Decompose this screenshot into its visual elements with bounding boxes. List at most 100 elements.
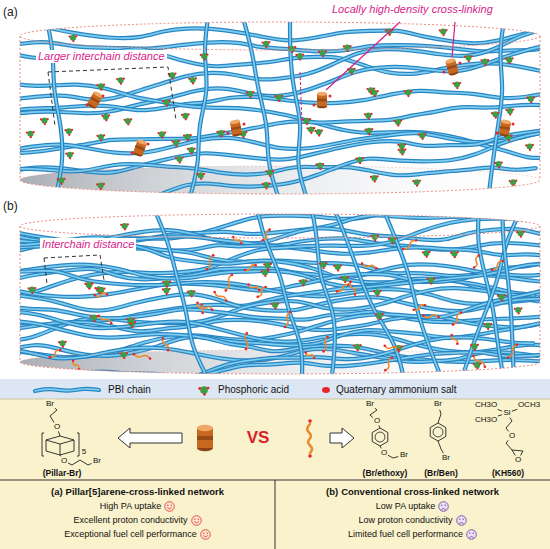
pa-core <box>510 179 516 185</box>
atom-label: Si <box>502 408 511 417</box>
atom-label: O <box>380 448 388 457</box>
cylinder-back-bottom <box>20 350 540 362</box>
pa-oxygen <box>318 134 320 136</box>
phosphoric-acid <box>27 287 36 295</box>
pa-core <box>423 250 429 256</box>
pa-oxygen <box>359 344 361 346</box>
pa-oxygen <box>525 144 527 146</box>
pa-oxygen <box>264 275 266 277</box>
legend-sample <box>196 383 212 397</box>
pa-core <box>496 161 502 167</box>
property-line: High PA uptake <box>4 499 271 513</box>
pa-oxygen <box>505 109 507 111</box>
pa-core <box>173 140 179 146</box>
ammonium-dot <box>264 286 267 289</box>
face-eye <box>203 533 204 534</box>
conventional-crosslinker <box>306 352 314 358</box>
pa-oxygen <box>382 313 384 315</box>
pa-oxygen <box>267 270 269 272</box>
pa-oxygen <box>509 62 511 64</box>
pa-oxygen <box>267 268 269 270</box>
pa-oxygen <box>130 118 132 120</box>
pa-oxygen <box>428 251 430 253</box>
ammonium-dot <box>349 281 352 284</box>
panel-border <box>0 399 550 400</box>
ammonium-dot <box>256 296 259 299</box>
phosphoric-acid <box>412 179 421 187</box>
pa-core <box>414 179 420 185</box>
ammonium-dot <box>472 354 475 357</box>
pa-core <box>91 315 97 321</box>
phosphoric-acid <box>491 111 500 119</box>
phosphoric-acid <box>96 134 105 142</box>
pa-oxygen <box>100 88 102 90</box>
phosphoric-acid <box>422 250 431 258</box>
pa-core <box>27 131 33 137</box>
sad-face <box>456 515 467 526</box>
pa-oxygen <box>377 90 379 92</box>
pa-oxygen <box>190 134 192 136</box>
pa-core <box>98 182 104 188</box>
atom-label: Br <box>441 453 451 462</box>
pbi-chain <box>290 18 307 199</box>
pa-oxygen <box>325 262 327 264</box>
pa-core <box>86 282 92 288</box>
pa-core <box>342 276 348 282</box>
ammonium-dot <box>412 309 415 312</box>
ammonium-dot <box>422 314 425 317</box>
phosphoric-acid <box>370 234 379 242</box>
face-eye <box>459 519 460 520</box>
ammonium-dot <box>384 369 387 372</box>
phosphoric-acid <box>355 157 364 165</box>
pa-core <box>354 344 360 350</box>
pa-core <box>176 156 182 162</box>
pa-oxygen <box>370 90 372 92</box>
pa-oxygen <box>90 315 92 317</box>
pa-core <box>405 90 411 96</box>
membrane-illustration <box>5 18 550 213</box>
pillar-unit-edge <box>46 440 74 455</box>
pa-oxygen <box>309 118 311 120</box>
pbi-chain <box>5 28 547 100</box>
pa-core <box>125 118 131 124</box>
pa-oxygen <box>33 131 35 133</box>
phosphoric-acid <box>246 91 255 99</box>
pa-oxygen <box>487 328 489 330</box>
pa-oxygen <box>439 29 441 31</box>
pa-core <box>70 35 76 41</box>
cylinder-side <box>540 36 541 180</box>
conventional-crosslinker <box>453 312 461 324</box>
pa-oxygen <box>68 35 70 37</box>
conventional-crosslinker <box>249 284 260 290</box>
pa-core <box>428 277 434 283</box>
pa-oxygen <box>452 82 454 84</box>
phosphoric-acid <box>375 313 384 321</box>
pa-oxygen <box>72 40 74 42</box>
pa-oxygen <box>200 54 202 56</box>
ammonium-dot <box>106 293 109 296</box>
phosphoric-acid <box>261 41 270 49</box>
pa-oxygen <box>370 176 372 178</box>
phosphoric-acid <box>123 118 132 126</box>
pa-oxygen <box>268 182 270 184</box>
ammonium-dot <box>289 311 292 314</box>
compound-name: (Br/Ben) <box>424 469 458 479</box>
pa-oxygen <box>216 131 218 133</box>
pa-oxygen <box>187 113 189 115</box>
property-text: Limited fuel cell performance <box>348 529 463 539</box>
legend-entry: Quaternary ammonium salt <box>322 380 457 399</box>
phosphoric-acid <box>370 90 379 98</box>
benzene-ring <box>372 428 388 446</box>
pa-oxygen <box>30 136 32 138</box>
pa-oxygen <box>272 170 274 172</box>
pa-oxygen <box>421 138 423 140</box>
pa-oxygen <box>526 97 528 99</box>
cylinder-front-bottom <box>20 362 540 374</box>
bond <box>68 463 72 465</box>
pa-oxygen <box>368 133 370 135</box>
phosphoric-acid <box>196 172 205 180</box>
atom-label: Br <box>365 399 375 408</box>
cylinder-top <box>20 214 540 238</box>
pa-oxygen <box>404 143 406 145</box>
phosphoric-acid <box>299 279 308 287</box>
